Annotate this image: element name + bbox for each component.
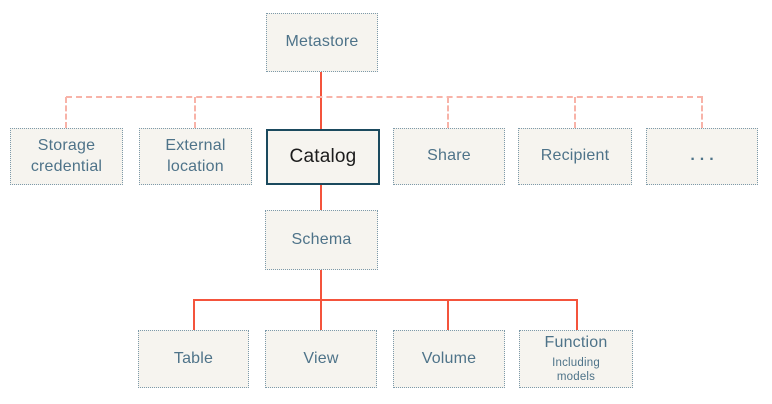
node-storage-credential-label: Storage credential bbox=[30, 136, 103, 175]
node-function: Function Including models bbox=[519, 330, 633, 388]
node-metastore: Metastore bbox=[266, 13, 378, 72]
connector-level4-horizontal-solid-line bbox=[193, 299, 578, 301]
node-recipient: Recipient bbox=[518, 128, 632, 185]
connector-drop-storage-credential-dashed bbox=[65, 97, 67, 128]
node-function-sublabel: Including models bbox=[552, 357, 600, 384]
connector-drop-table-solid bbox=[193, 300, 195, 330]
connector-drop-ellipsis-dashed bbox=[701, 97, 703, 128]
node-catalog: Catalog bbox=[266, 129, 380, 185]
connector-drop-function-solid bbox=[576, 300, 578, 330]
node-share-label: Share bbox=[427, 147, 471, 165]
node-external-location: External location bbox=[139, 128, 252, 185]
connector-drop-view-solid bbox=[320, 300, 322, 330]
node-metastore-label: Metastore bbox=[285, 33, 359, 51]
node-table-label: Table bbox=[173, 349, 214, 367]
node-external-location-label: External location bbox=[165, 136, 226, 175]
node-volume-label: Volume bbox=[421, 349, 477, 367]
node-storage-credential: Storage credential bbox=[10, 128, 123, 185]
node-recipient-label: Recipient bbox=[540, 147, 610, 165]
node-schema-label: Schema bbox=[291, 230, 352, 248]
connector-level2-horizontal-dashed-line bbox=[66, 96, 703, 98]
connector-catalog-schema-solid-line bbox=[320, 185, 322, 210]
node-share: Share bbox=[393, 128, 505, 185]
connector-metastore-catalog-solid-line bbox=[320, 71, 322, 130]
connector-drop-recipient-dashed bbox=[574, 97, 576, 128]
node-ellipsis: ... bbox=[646, 128, 758, 185]
node-view: View bbox=[265, 330, 377, 388]
connector-drop-share-dashed bbox=[447, 97, 449, 128]
node-volume: Volume bbox=[393, 330, 505, 388]
node-ellipsis-label: ... bbox=[690, 147, 719, 165]
connector-schema-down-solid-line bbox=[320, 270, 322, 300]
node-schema: Schema bbox=[265, 210, 378, 270]
node-function-label: Function bbox=[544, 334, 608, 352]
node-catalog-label: Catalog bbox=[289, 145, 357, 167]
node-view-label: View bbox=[303, 349, 339, 367]
node-table: Table bbox=[138, 330, 249, 388]
connector-drop-volume-solid bbox=[447, 300, 449, 330]
connector-drop-external-location-dashed bbox=[194, 97, 196, 128]
